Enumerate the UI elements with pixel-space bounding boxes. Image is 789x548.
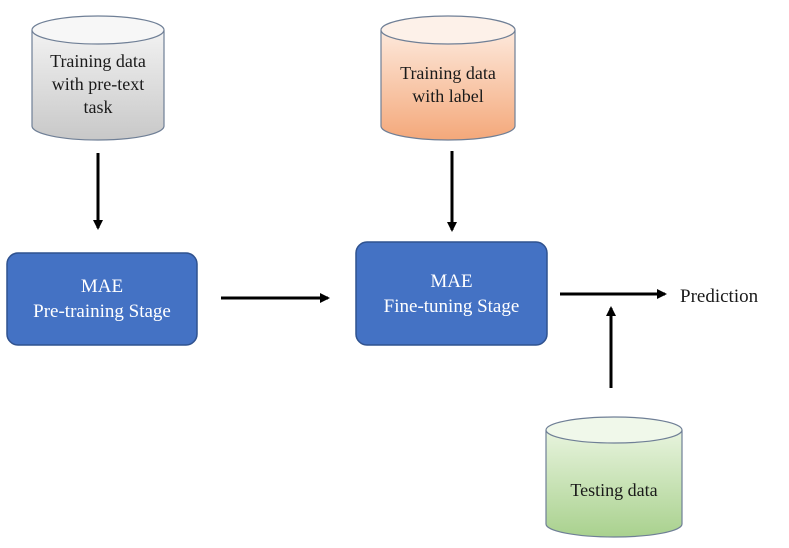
pretraining-stage-line-2: Pre-training Stage [33, 301, 171, 322]
pretext-data-label: Training data with pre-text task [32, 44, 164, 124]
testing-data-cylinder [545, 416, 683, 538]
pretext-data-line-2: with pre-text [51, 73, 145, 94]
pretraining-stage-box [6, 252, 198, 346]
finetuning-stage-label: MAE Fine-tuning Stage [356, 242, 547, 345]
label-data-label: Training data with label [381, 58, 515, 112]
pretext-data-cylinder [31, 15, 165, 141]
pretraining-stage-line-1: MAE [80, 276, 124, 297]
finetuning-stage-line-1: MAE [430, 270, 473, 292]
prediction-text: Prediction [680, 285, 759, 307]
label-data-cylinder [380, 15, 516, 141]
testing-data-label: Testing data [546, 470, 682, 510]
finetuning-stage-line-2: Fine-tuning Stage [383, 295, 520, 317]
label-data-line-1: Training data [400, 63, 496, 83]
finetuning-stage-box [355, 241, 548, 346]
pretext-data-line-3: task [83, 96, 113, 117]
prediction-label: Prediction [680, 282, 789, 310]
testing-data-line-1: Testing data [570, 479, 658, 500]
pretraining-stage-label: MAE Pre-training Stage [7, 253, 197, 345]
pretext-data-line-1: Training data [50, 50, 146, 71]
label-data-line-2: with label [412, 86, 484, 106]
